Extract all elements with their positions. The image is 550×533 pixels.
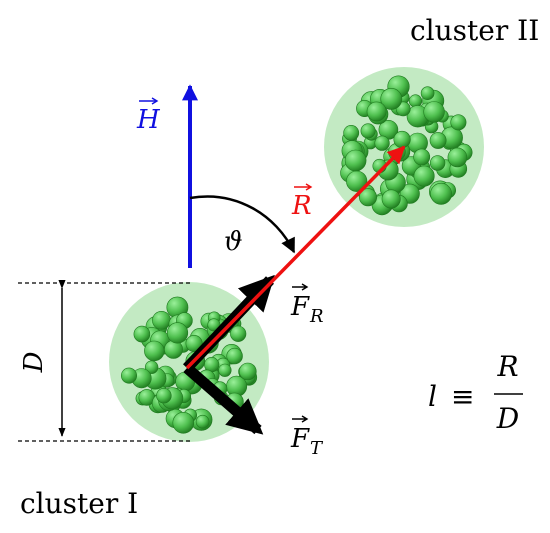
- particle: [380, 88, 403, 110]
- separation-arrow: [185, 145, 406, 370]
- radial-force-label: FR: [290, 292, 324, 327]
- particle: [360, 123, 376, 139]
- separation-vector-mark: [294, 183, 313, 191]
- particle: [144, 360, 159, 374]
- particle: [381, 189, 401, 209]
- separation-label: R: [291, 191, 312, 221]
- particle: [393, 130, 411, 149]
- particle: [413, 165, 435, 187]
- field-vector-mark-head: [151, 97, 159, 105]
- particle: [429, 155, 446, 171]
- particle: [447, 147, 468, 168]
- cluster-one-caption: cluster I: [20, 487, 138, 520]
- separation-label-group: R: [291, 183, 313, 221]
- particle: [230, 325, 247, 342]
- particle: [166, 322, 189, 344]
- particle: [121, 367, 138, 384]
- angle-label: ϑ: [224, 227, 243, 257]
- particle: [152, 310, 171, 330]
- particle: [195, 414, 210, 429]
- tangential-force-arrow: [183, 363, 264, 435]
- ratio-denominator: D: [496, 402, 519, 435]
- particle: [144, 340, 165, 362]
- particle: [374, 135, 390, 151]
- particle: [358, 188, 377, 207]
- particle: [218, 363, 232, 377]
- ratio-equiv-sign: ≡: [451, 380, 474, 413]
- particle: [344, 149, 367, 172]
- angle-arc: [189, 195, 296, 254]
- tangential-force-label: FT: [290, 424, 324, 459]
- particle: [366, 101, 387, 122]
- field-label: H: [136, 105, 161, 135]
- tangential-force-label-group: FT: [290, 415, 324, 459]
- field-label-group: H: [136, 97, 161, 135]
- particle: [413, 148, 431, 166]
- particle: [133, 325, 151, 343]
- particle: [423, 101, 445, 123]
- particle: [172, 411, 195, 434]
- tangential-force-vector-mark: [292, 415, 309, 423]
- cluster-two-caption: cluster II: [410, 14, 539, 47]
- ratio-lhs: l: [428, 380, 437, 413]
- particle: [226, 347, 243, 365]
- radial-force-label-group: FR: [290, 283, 324, 327]
- particle: [429, 132, 447, 149]
- particle: [430, 182, 453, 205]
- ratio-numerator: R: [496, 350, 518, 383]
- particle: [343, 124, 360, 141]
- diameter-label: D: [19, 351, 49, 373]
- particle: [156, 388, 172, 404]
- particle: [239, 362, 257, 381]
- particle: [420, 86, 435, 100]
- particle: [450, 114, 467, 131]
- radial-force-vector-mark: [292, 283, 309, 291]
- aspect-ratio-formula: l ≡ R D: [428, 350, 523, 435]
